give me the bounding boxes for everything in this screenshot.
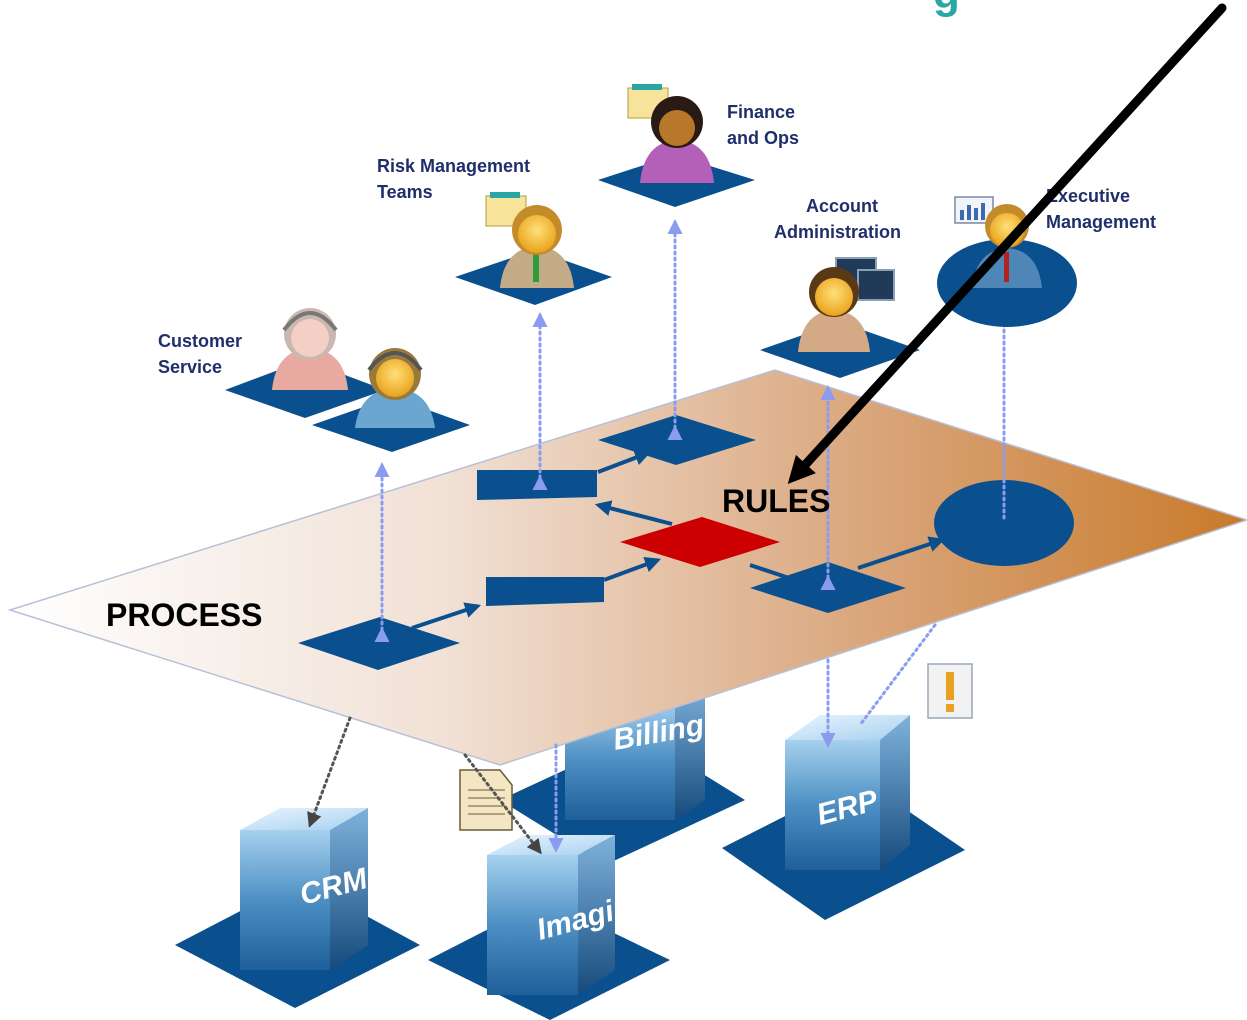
rules-decision-node[interactable] bbox=[620, 517, 780, 567]
customer-service-group: Customer Service bbox=[158, 308, 470, 452]
customer-service-label-line2: Service bbox=[158, 357, 222, 377]
erp-system: ERP bbox=[722, 715, 965, 920]
warning-icon bbox=[927, 663, 973, 719]
risk-manager-avatar bbox=[500, 205, 574, 288]
flow-arrow bbox=[857, 536, 946, 570]
customer-service-agent-avatar bbox=[272, 308, 348, 390]
plane-to-crm-connector bbox=[307, 716, 352, 828]
finance-ops-group: Finance and Ops bbox=[598, 84, 799, 207]
process-step-node-1 bbox=[486, 577, 604, 606]
executive-label-line1: Executive bbox=[1046, 186, 1130, 206]
flow-arrow bbox=[594, 500, 673, 526]
executive-process-node bbox=[934, 480, 1074, 566]
process-step-node-2 bbox=[477, 470, 597, 500]
flow-arrow bbox=[597, 450, 651, 474]
account-admin-avatar bbox=[798, 267, 870, 352]
account-admin-label-line1: Account bbox=[806, 196, 878, 216]
document-icon bbox=[459, 769, 513, 831]
finance-manager-avatar bbox=[640, 96, 714, 183]
rules-layer-label: RULES bbox=[722, 483, 830, 519]
finance-ops-label-line1: Finance bbox=[727, 102, 795, 122]
partial-title: g bbox=[933, 0, 960, 18]
process-start-node bbox=[298, 617, 460, 670]
annotation-arrow bbox=[787, 3, 1227, 484]
risk-management-label-line2: Teams bbox=[377, 182, 433, 202]
process-layer-label: PROCESS bbox=[106, 597, 262, 633]
finance-ops-label-line2: and Ops bbox=[727, 128, 799, 148]
account-admin-label-line2: Administration bbox=[774, 222, 901, 242]
doc-to-imaging-connector bbox=[463, 753, 542, 855]
risk-management-group: Risk Management Teams bbox=[377, 156, 612, 305]
imaging-system: Imaging bbox=[428, 835, 670, 1020]
warning-to-erp-connector bbox=[858, 623, 937, 727]
executive-label-line2: Management bbox=[1046, 212, 1156, 232]
process-plane bbox=[7, 369, 1247, 766]
crm-system: CRM bbox=[175, 808, 420, 1008]
flow-arrow bbox=[603, 556, 662, 582]
risk-management-label-line1: Risk Management bbox=[377, 156, 530, 176]
flow-arrow bbox=[411, 602, 482, 630]
customer-service-label-line1: Customer bbox=[158, 331, 242, 351]
account-admin-group: Account Administration bbox=[760, 196, 920, 378]
flow-arrow bbox=[749, 563, 796, 582]
customer-service-agent-avatar bbox=[355, 348, 435, 428]
executive-group: Executive Management bbox=[937, 186, 1156, 327]
billing-system: Billing bbox=[500, 680, 745, 865]
